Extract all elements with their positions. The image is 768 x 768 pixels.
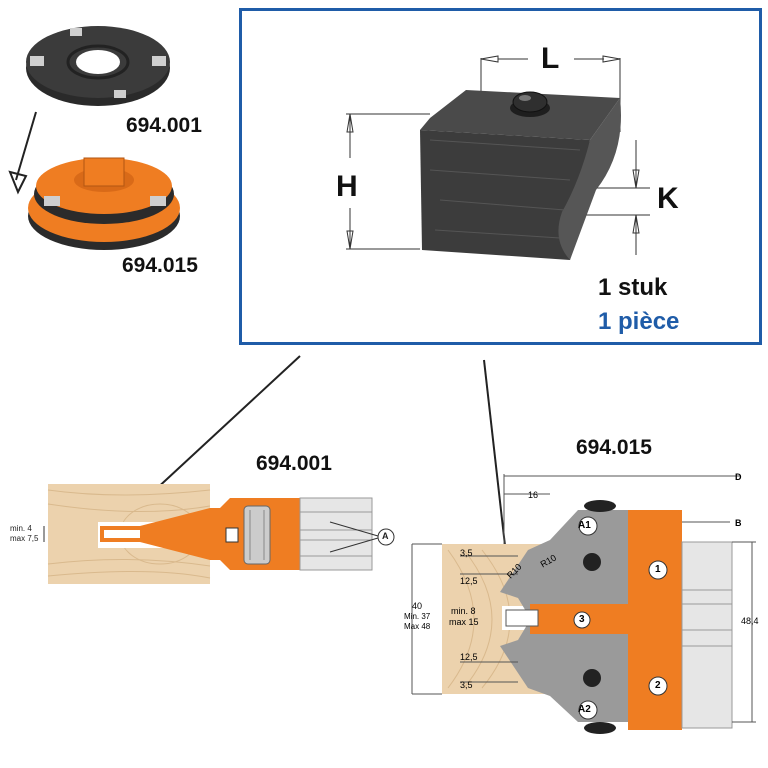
product-code-694001: 694.001 [126,114,202,137]
drawing-title-694001: 694.001 [256,452,332,475]
dimension-L-label: L [541,42,560,75]
marker-1: 1 [655,564,661,575]
dimension-D-label: D [735,472,742,482]
drawing-title-694015: 694.015 [576,436,652,459]
knife-insert-drawing [346,55,650,260]
marker-3: 3 [579,614,585,625]
label-A1: A1 [578,520,591,531]
quantity-label-nl: 1 stuk [598,274,668,301]
dimension-48-4-label: 48,4 [741,616,759,626]
cutter-photo-694001 [26,26,170,106]
dimension-3-5-top: 3,5 [460,548,473,558]
dimension-3-5-bottom: 3,5 [460,680,473,690]
dimension-max48-label: Max 48 [404,622,431,631]
product-code-694015: 694.015 [122,254,198,277]
dimension-K-label: K [657,182,679,215]
arrow-down-icon [8,111,37,195]
dimension-min37-label: Min. 37 [404,612,431,621]
quantity-label-fr: 1 pièce [598,308,680,335]
marker-2: 2 [655,680,661,691]
dimension-16-label: 16 [528,490,539,500]
dimension-H-label: H [336,170,358,203]
dimension-B-label: B [735,518,742,528]
min8-label: min. 8 [451,606,476,616]
cutter-photo-694015 [28,157,180,250]
dimension-12-5-bottom: 12,5 [460,652,478,662]
dimension-40-label: 40 [412,601,423,611]
drawing-694001 [43,484,395,584]
max-label: max 7,5 [10,534,39,543]
min-label: min. 4 [10,524,32,533]
label-A2: A2 [578,704,591,715]
callout-A-label: A [382,531,389,541]
max15-label: max 15 [449,617,479,627]
drawing-694015 [411,474,756,734]
dimension-12-5-top: 12,5 [460,576,478,586]
